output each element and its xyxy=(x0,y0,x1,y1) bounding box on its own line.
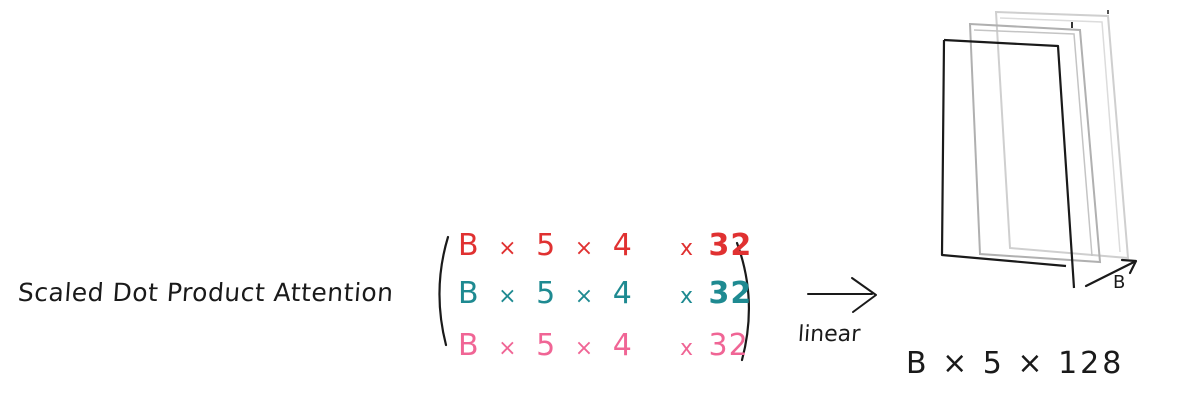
dim-b: B xyxy=(458,328,480,363)
output-shape-label: B × 5 × 128 xyxy=(906,346,1125,381)
dim-32: 32 xyxy=(708,228,753,263)
tensor-row-value: B × 5 × 4 x 32 xyxy=(458,328,749,363)
output-panel-front xyxy=(940,38,1076,289)
times-sign: x xyxy=(679,336,694,361)
dim-5: 5 xyxy=(536,276,557,311)
times-sign: × xyxy=(498,284,518,309)
depth-arrow-icon xyxy=(1084,258,1138,288)
depth-label: B xyxy=(1113,272,1126,293)
dim-5: 5 xyxy=(536,328,557,363)
left-parenthesis xyxy=(438,235,450,347)
dim-b: B xyxy=(458,276,480,311)
tensor-row-key: B × 5 × 4 x 32 xyxy=(458,276,752,311)
times-sign: x xyxy=(679,284,694,309)
dim-4: 4 xyxy=(612,328,633,363)
right-parenthesis xyxy=(735,241,751,362)
function-label: Scaled Dot Product Attention xyxy=(16,278,395,307)
dim-4: 4 xyxy=(612,276,633,311)
times-sign: x xyxy=(679,236,694,261)
times-sign: × xyxy=(498,236,518,261)
times-sign: × xyxy=(574,236,595,261)
dim-5: 5 xyxy=(536,228,557,263)
times-sign: × xyxy=(498,336,518,361)
times-sign: × xyxy=(574,336,595,361)
dim-b: B xyxy=(458,228,480,263)
dim-32: 32 xyxy=(708,328,749,363)
dim-4: 4 xyxy=(612,228,633,263)
output-panel-back xyxy=(994,10,1130,260)
tensor-row-query: B × 5 × 4 x 32 xyxy=(458,228,752,263)
dim-32: 32 xyxy=(708,276,753,311)
linear-label: linear xyxy=(797,322,862,347)
output-panel-middle xyxy=(968,22,1102,264)
times-sign: × xyxy=(574,284,595,309)
linear-arrow-icon xyxy=(807,277,877,313)
